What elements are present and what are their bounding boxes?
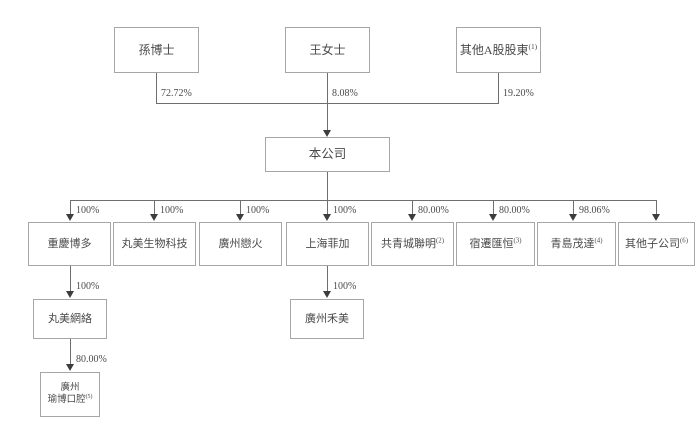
node-shareholder-wang: 王女士: [285, 27, 370, 73]
arrow-guangzhou-lianhuo: [236, 214, 244, 221]
node-gongqingcheng: 共青城聯明(2): [371, 222, 454, 266]
node-guangzhou-lianhuo: 廣州戀火: [199, 222, 282, 266]
suqian-huiheng-label: 宿遷匯恒: [469, 237, 514, 250]
guangzhou-hemei-label: 廣州禾美: [305, 312, 349, 325]
gongqingcheng-label: 共青城聯明: [381, 237, 437, 250]
shareholder-sun-label: 孫博士: [138, 42, 175, 57]
pct-guangzhou-lianhuo: 100%: [246, 205, 270, 216]
node-qingdao-maoda: 青島茂達(4): [537, 222, 616, 266]
connector-drop-suqian-huiheng: [493, 200, 494, 215]
connector-drop-wanmei-shengwu: [154, 200, 155, 215]
pct-qingdao-maoda: 98.06%: [579, 205, 610, 216]
pct-guangzhou-hemei: 100%: [333, 281, 357, 292]
pct-guangzhou-yubo: 80.00%: [76, 354, 107, 365]
wanmei-wangluo-label: 丸美網絡: [48, 312, 92, 325]
node-shareholder-sun: 孫博士: [114, 27, 199, 73]
pct-chongqing-boduo: 100%: [76, 205, 100, 216]
node-label: 其他A股股東(1): [458, 43, 539, 57]
node-other-subs: 其他子公司(6): [618, 222, 695, 266]
shareholder-other-a-label: 其他A股股東: [459, 42, 529, 57]
qingdao-maoda-label: 青島茂達: [550, 237, 595, 250]
guangzhou-yubo-label: 廣州 瑜博口腔: [47, 383, 86, 405]
node-label: 青島茂達(4): [549, 236, 605, 251]
node-label: 廣州戀火: [217, 238, 265, 251]
node-label: 王女士: [307, 43, 347, 57]
suqian-huiheng-note: (3): [513, 236, 522, 244]
connector-drop-qingdao-maoda: [573, 200, 574, 215]
shanghai-feijia-label: 上海菲加: [305, 237, 350, 250]
connector-drop-other-subs: [656, 200, 657, 215]
pct-shanghai-feijia: 100%: [333, 205, 357, 216]
node-shanghai-feijia: 上海菲加: [286, 222, 369, 266]
arrow-chongqing-boduo: [66, 214, 74, 221]
connector-drop-chongqing-boduo: [70, 200, 71, 215]
arrow-wanmei-wangluo: [66, 291, 74, 298]
node-label: 上海菲加: [304, 238, 352, 251]
node-chongqing-boduo: 重慶博多: [28, 222, 111, 266]
pct-wang: 8.08%: [332, 88, 358, 99]
node-shareholder-other-a-shares: 其他A股股東(1): [456, 27, 541, 73]
node-label: 廣州禾美: [303, 313, 351, 326]
company-label: 本公司: [308, 147, 347, 162]
arrow-guangzhou-yubo: [66, 364, 74, 371]
node-label: 共青城聯明(2): [379, 236, 446, 251]
other-subs-label: 其他子公司: [625, 237, 681, 250]
connector-sun-down: [156, 73, 157, 103]
node-label: 重慶博多: [46, 238, 94, 251]
connector-company-down: [327, 172, 328, 200]
node-label: 丸美網絡: [46, 313, 94, 326]
wanmei-shengwu-label: 丸美生物科技: [121, 237, 188, 250]
node-wanmei-shengwu: 丸美生物科技: [113, 222, 196, 266]
arrow-guangzhou-hemei: [323, 291, 331, 298]
connector-drop-guangzhou-lianhuo: [240, 200, 241, 215]
shareholder-wang-label: 王女士: [309, 42, 346, 57]
arrow-suqian-huiheng: [489, 214, 497, 221]
node-label: 廣州 瑜博口腔(5): [46, 383, 95, 405]
node-guangzhou-yubo: 廣州 瑜博口腔(5): [40, 372, 100, 417]
node-suqian-huiheng: 宿遷匯恒(3): [456, 222, 535, 266]
arrow-gongqingcheng: [408, 214, 416, 221]
arrow-to-company: [323, 130, 331, 137]
connector-bus-to-company: [327, 103, 328, 131]
node-guangzhou-hemei: 廣州禾美: [290, 299, 364, 339]
pct-wanmei-shengwu: 100%: [160, 205, 184, 216]
other-subs-note: (6): [680, 236, 688, 244]
connector-subsidiary-bus: [70, 200, 656, 201]
guangzhou-yubo-note: (5): [85, 393, 93, 400]
connector-feijia-to-hemei: [327, 266, 328, 292]
node-label: 宿遷匯恒(3): [468, 236, 524, 251]
pct-wanmei-wangluo: 100%: [76, 281, 100, 292]
connector-chongqing-to-wanmei-wangluo: [70, 266, 71, 292]
pct-other-a: 19.20%: [503, 88, 534, 99]
node-label: 其他子公司(6): [623, 236, 690, 251]
pct-suqian-huiheng: 80.00%: [499, 205, 530, 216]
gongqingcheng-note: (2): [436, 236, 444, 244]
connector-other-a-down: [498, 73, 499, 103]
node-wanmei-wangluo: 丸美網絡: [33, 299, 107, 339]
qingdao-maoda-note: (4): [594, 236, 603, 244]
arrow-qingdao-maoda: [569, 214, 577, 221]
connector-drop-gongqingcheng: [412, 200, 413, 215]
pct-gongqingcheng: 80.00%: [418, 205, 449, 216]
pct-sun: 72.72%: [161, 88, 192, 99]
connector-wanmei-to-yubo: [70, 339, 71, 365]
node-company: 本公司: [265, 137, 390, 172]
arrow-other-subs: [652, 214, 660, 221]
guangzhou-lianhuo-label: 廣州戀火: [218, 237, 263, 250]
arrow-shanghai-feijia: [323, 214, 331, 221]
arrow-wanmei-shengwu: [150, 214, 158, 221]
chongqing-boduo-label: 重慶博多: [47, 237, 92, 250]
connector-drop-shanghai-feijia: [327, 200, 328, 215]
node-label: 孫博士: [136, 43, 176, 57]
node-label: 丸美生物科技: [120, 238, 190, 251]
connector-wang-down: [327, 73, 328, 103]
shareholder-other-a-note: (1): [528, 41, 538, 51]
